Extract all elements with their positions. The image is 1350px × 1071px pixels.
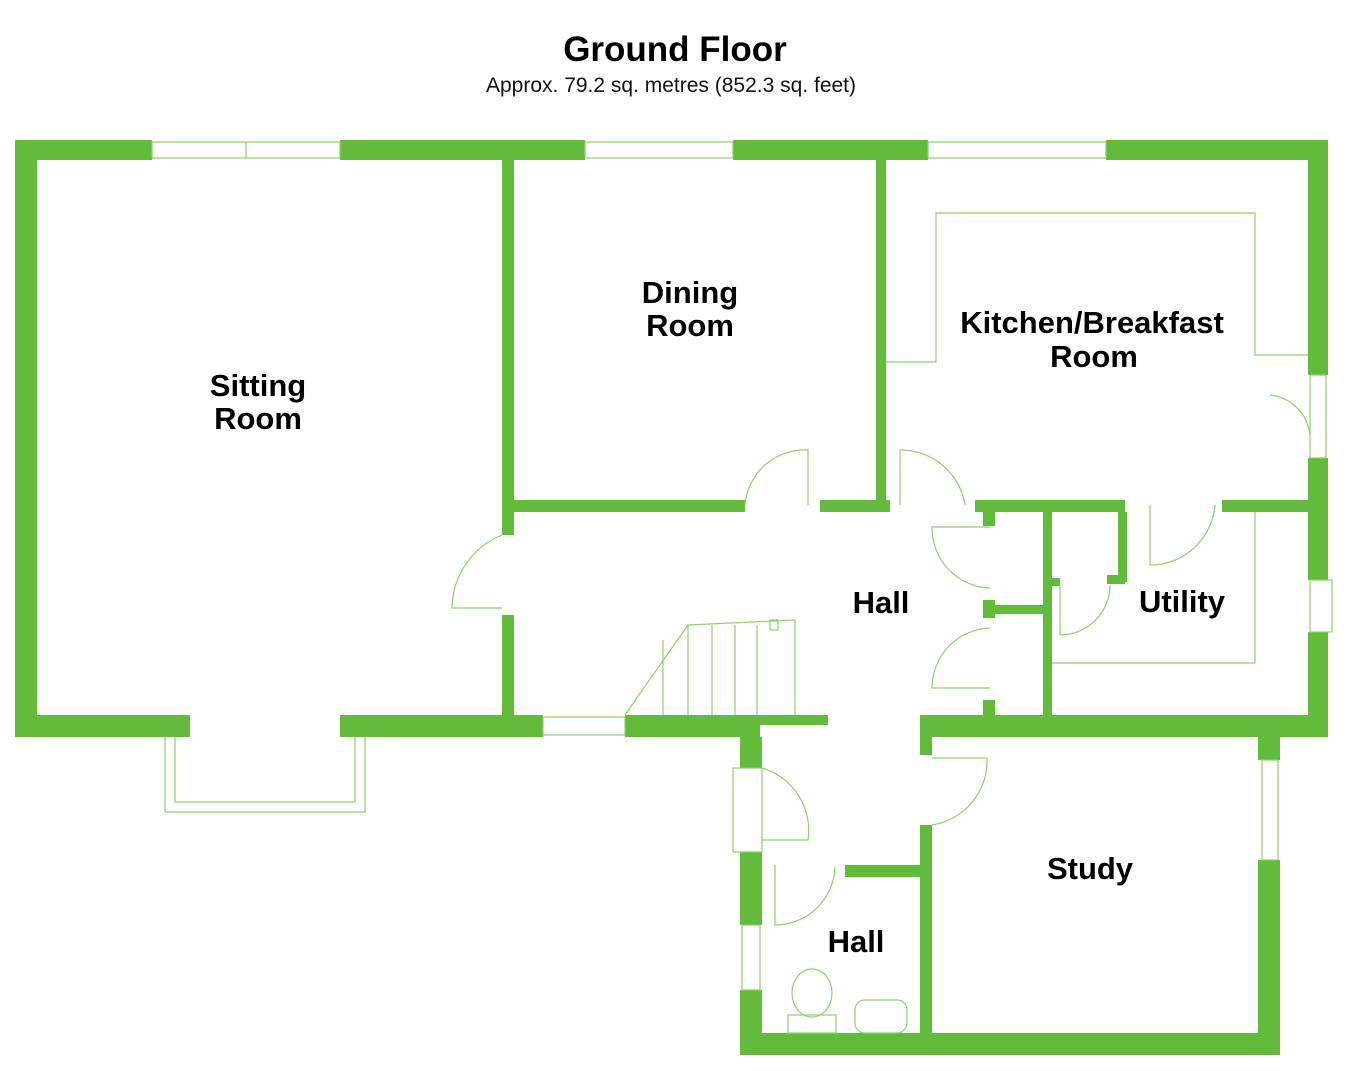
room-label-study: Study — [1047, 851, 1134, 886]
room-label-hall-lower: Hall — [828, 924, 885, 959]
room-label-kitchen: Kitchen/Breakfast — [960, 305, 1224, 340]
room-label-dining-2: Room — [646, 308, 734, 343]
room-label-hall: Hall — [853, 585, 910, 620]
room-labels: Sitting Room Dining Room Kitchen/Breakfa… — [210, 275, 1226, 959]
room-label-sitting: Sitting — [210, 368, 306, 403]
room-label-sitting-2: Room — [214, 401, 302, 436]
floor-area: Approx. 79.2 sq. metres (852.3 sq. feet) — [485, 74, 857, 97]
floor-title: Ground Floor — [563, 30, 787, 69]
walls — [15, 140, 1328, 1055]
room-label-kitchen-2: Room — [1050, 339, 1138, 374]
windows-doors-fixtures — [151, 141, 1333, 1034]
room-label-dining: Dining — [642, 275, 738, 310]
room-label-utility: Utility — [1139, 584, 1226, 619]
